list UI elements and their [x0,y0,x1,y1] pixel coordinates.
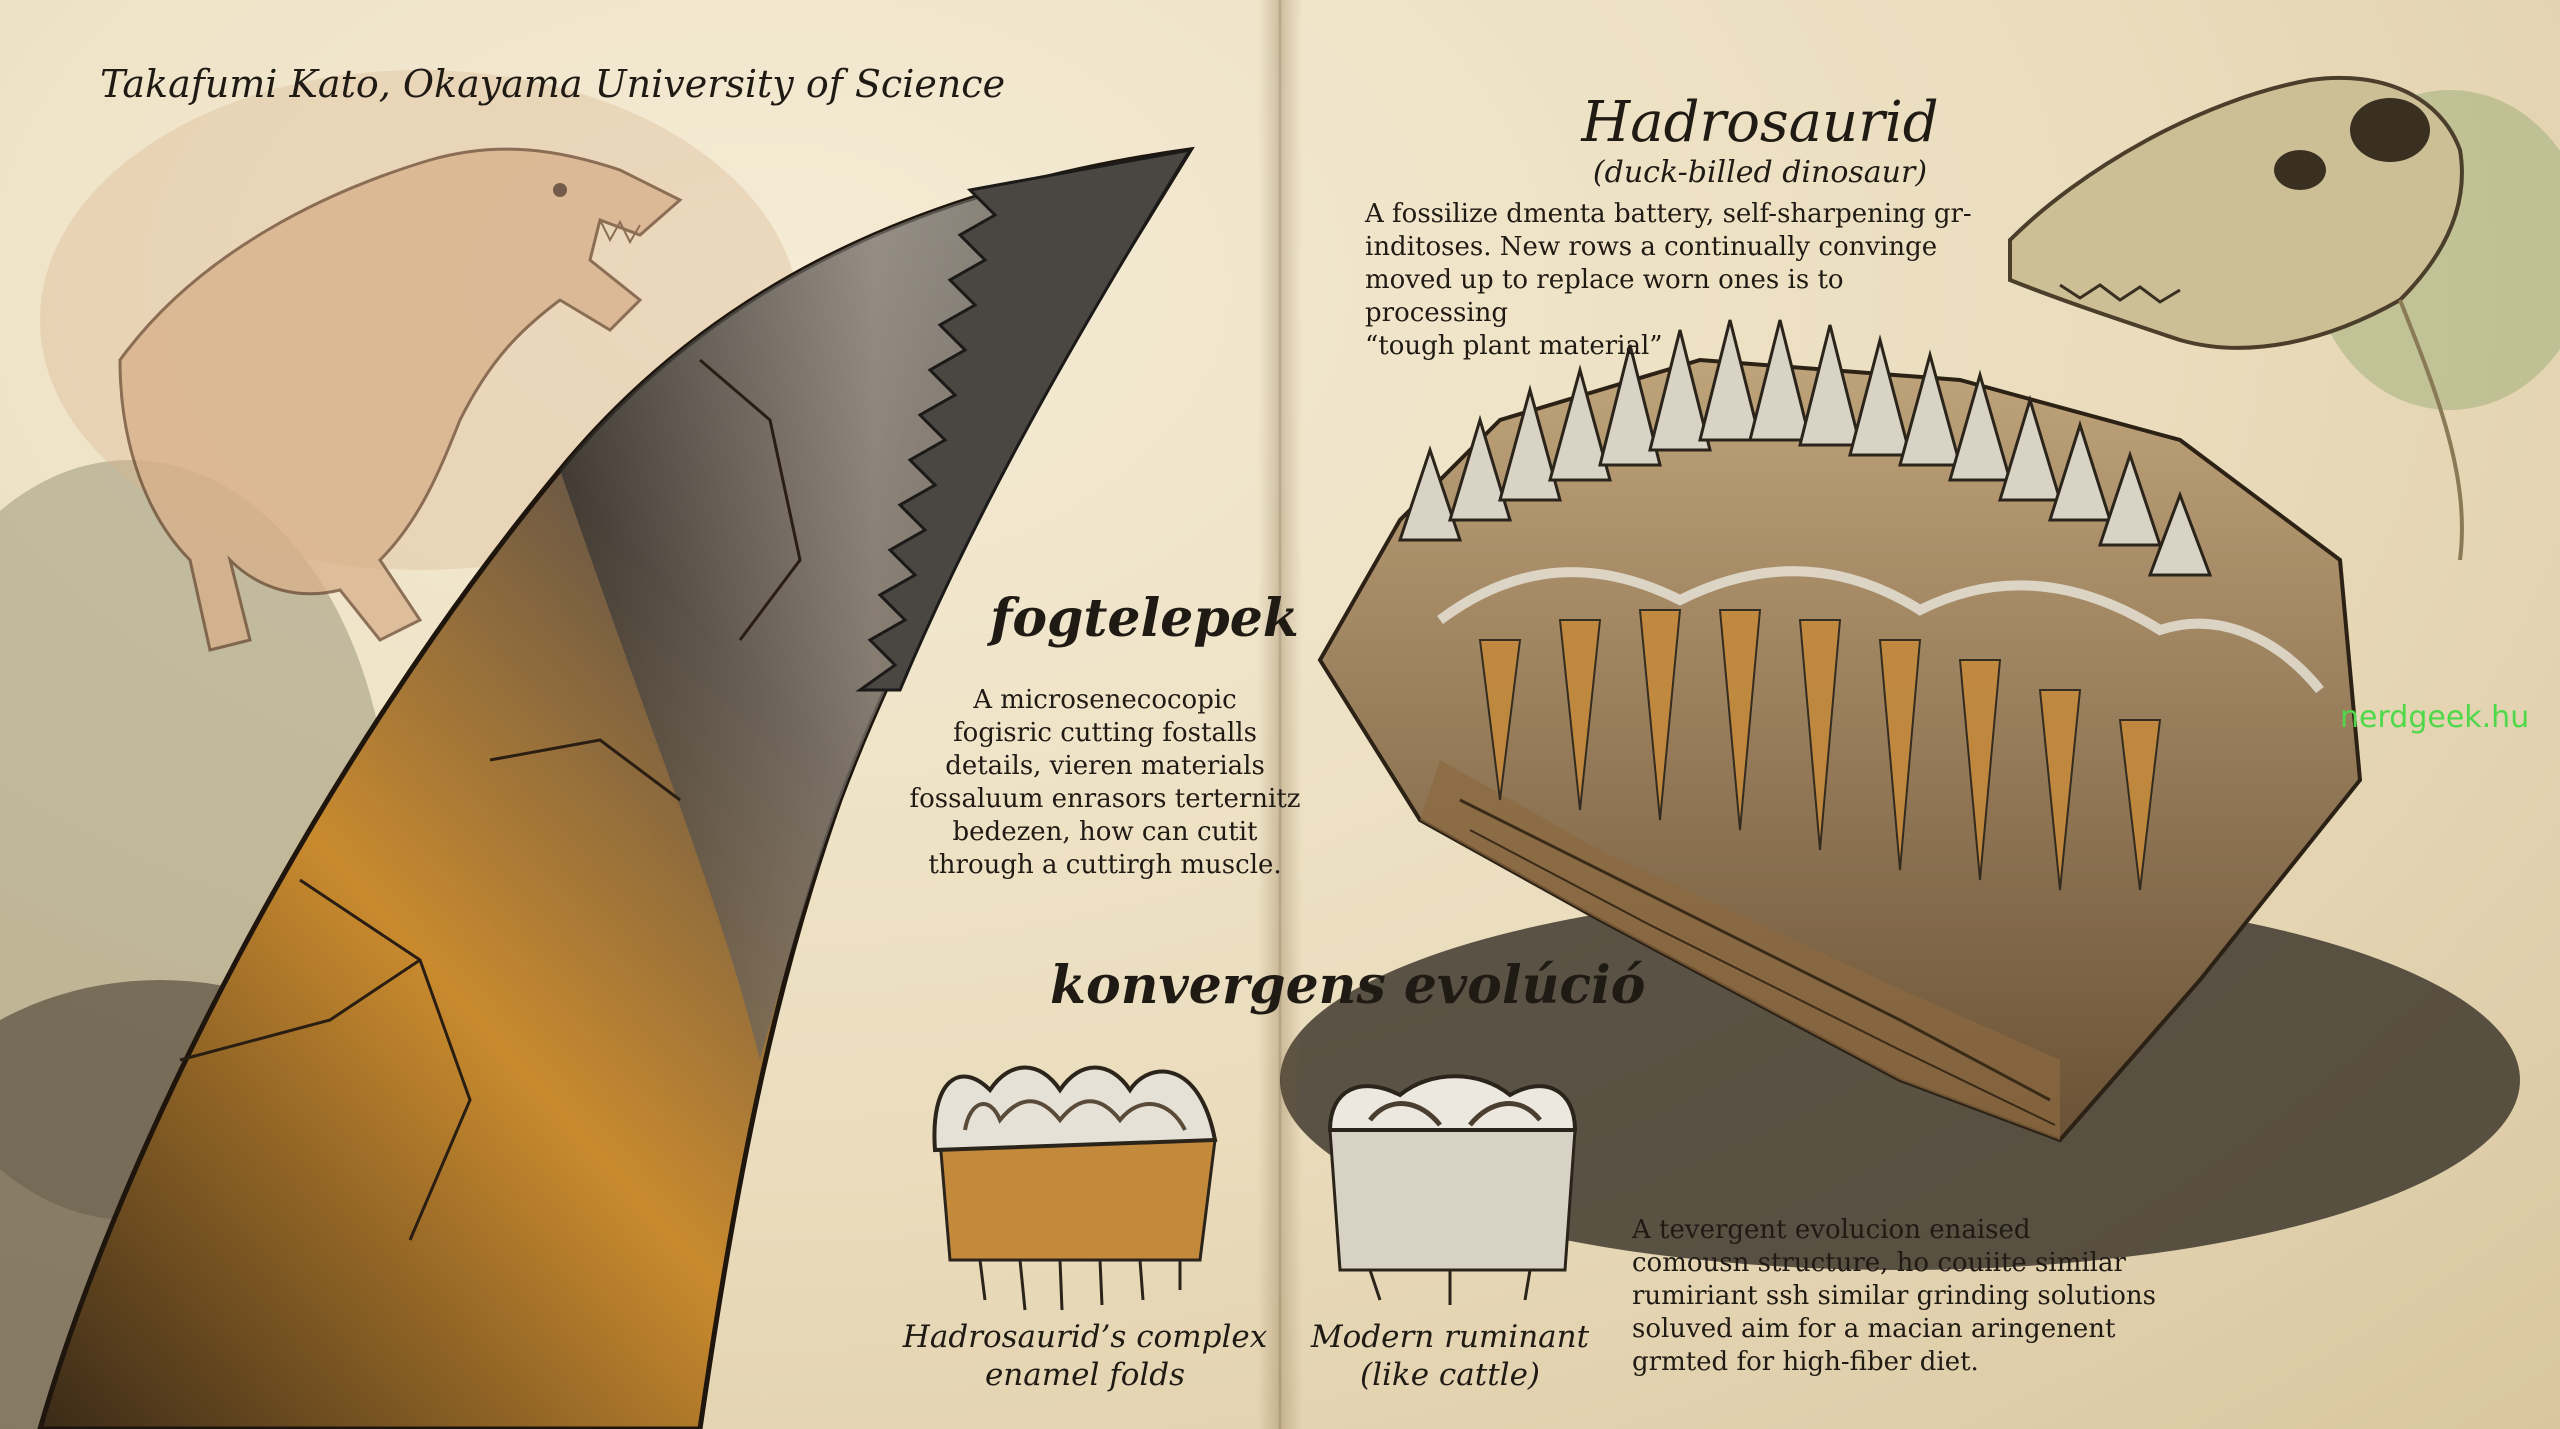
hadrosaur-skull-sketch [2008,75,2464,561]
hadrosaurid-tooth-caption: Hadrosaurid’s complex enamel folds [902,1319,1268,1393]
konvergens-heading: konvergens evolúció [1050,955,1646,1016]
book-gutter [1258,0,1302,1429]
author-credit: Takafumi Kato, Okayama University of Sci… [100,62,1006,106]
hadrosaurid-title: Hadrosaurid [1581,90,1939,155]
watermark: nerdgeek.hu [2340,700,2530,735]
hadrosaurid-enamel-tooth [932,1065,1218,1311]
fogtelepek-heading: fogtelepek [990,588,1299,649]
dental-battery-fossil [1317,319,2363,1143]
konvergens-description: A tevergent evolucion enaised comousn st… [1632,1215,2156,1377]
hadrosaurid-description: A fossilize dmenta battery, self-sharpen… [1365,199,1972,361]
ruminant-tooth-caption: Modern ruminant (like cattle) [1310,1319,1590,1393]
battery-teeth [1397,319,2213,577]
carnivore-tooth [37,146,1195,1429]
hadrosaurid-subtitle: (duck-billed dinosaur) [1592,155,1928,190]
trex-sketch [118,147,683,652]
fogtelepek-description: A microsenecocopic fogisric cutting fost… [909,685,1301,880]
battery-roots [1478,609,2162,891]
ruminant-tooth [1327,1074,1578,1305]
